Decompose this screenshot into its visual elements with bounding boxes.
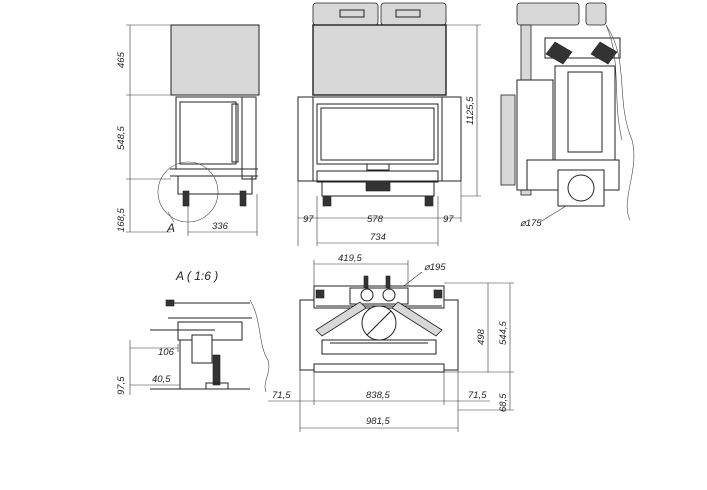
right-flue-diameter-label: ⌀175 (520, 218, 542, 229)
detail-title: A ( 1:6 ) (175, 269, 218, 283)
top-total-width-label: 981,5 (366, 416, 390, 427)
front-right-side-label: 97 (443, 214, 454, 225)
detail-bracket (191, 334, 213, 364)
side-mid-height-label: 548,5 (116, 126, 127, 150)
right-damper-right (590, 41, 618, 65)
front-air-control (365, 180, 391, 192)
side-top-hood (170, 24, 260, 96)
detail-adjust-foot (212, 354, 221, 386)
front-foot-left (322, 195, 332, 207)
front-collar-left (312, 2, 379, 26)
detail-offset-low-label: 40,5 (152, 374, 171, 385)
front-total-height-label: 1125,5 (465, 96, 476, 125)
top-flue-diameter-label: ⌀195 (424, 262, 446, 273)
front-foot-right (424, 195, 434, 207)
top-offset-label: 419,5 (338, 253, 362, 264)
side-base-height-label: 168,5 (116, 208, 127, 232)
side-view: A 465 548,5 168,5 336 (116, 24, 260, 236)
top-depth-inner-label: 498 (476, 328, 487, 345)
top-baffle-right (391, 301, 443, 337)
front-view: 1125,5 97 578 97 734 (297, 2, 481, 246)
right-flue-circle (567, 174, 595, 202)
front-left-side-label: 97 (303, 214, 314, 225)
right-side-view: ⌀175 (500, 2, 635, 229)
top-depth-outer-label: 544,5 (498, 321, 509, 345)
top-baffle-left (315, 301, 367, 337)
front-firebox (312, 96, 443, 182)
right-damper-left (545, 41, 573, 65)
top-right-margin-label: 71,5 (468, 390, 487, 401)
right-collar (516, 2, 580, 26)
top-front-depth-label: 68,5 (498, 393, 509, 412)
front-center-width-label: 578 (367, 214, 384, 225)
right-body (554, 65, 616, 163)
side-top-height-label: 465 (116, 51, 127, 68)
detail-height-label: 97,5 (116, 376, 127, 395)
detail-offset-h-label: 106 (158, 347, 175, 358)
top-left-margin-label: 71,5 (272, 390, 291, 401)
detail-a-marker: A (166, 221, 175, 235)
top-inner-width-label: 838,5 (366, 390, 390, 401)
side-foot-right (239, 190, 247, 207)
side-depth-label: 336 (212, 221, 229, 232)
front-hood (312, 24, 447, 96)
side-foot-left (182, 190, 190, 207)
front-total-width-label: 734 (370, 232, 386, 243)
front-right-panel (441, 96, 462, 182)
front-collar-right (380, 2, 447, 26)
detail-a: A ( 1:6 ) 106 40,5 97,5 (116, 269, 270, 395)
top-view: 419,5 ⌀195 498 544,5 68,5 (268, 253, 514, 432)
